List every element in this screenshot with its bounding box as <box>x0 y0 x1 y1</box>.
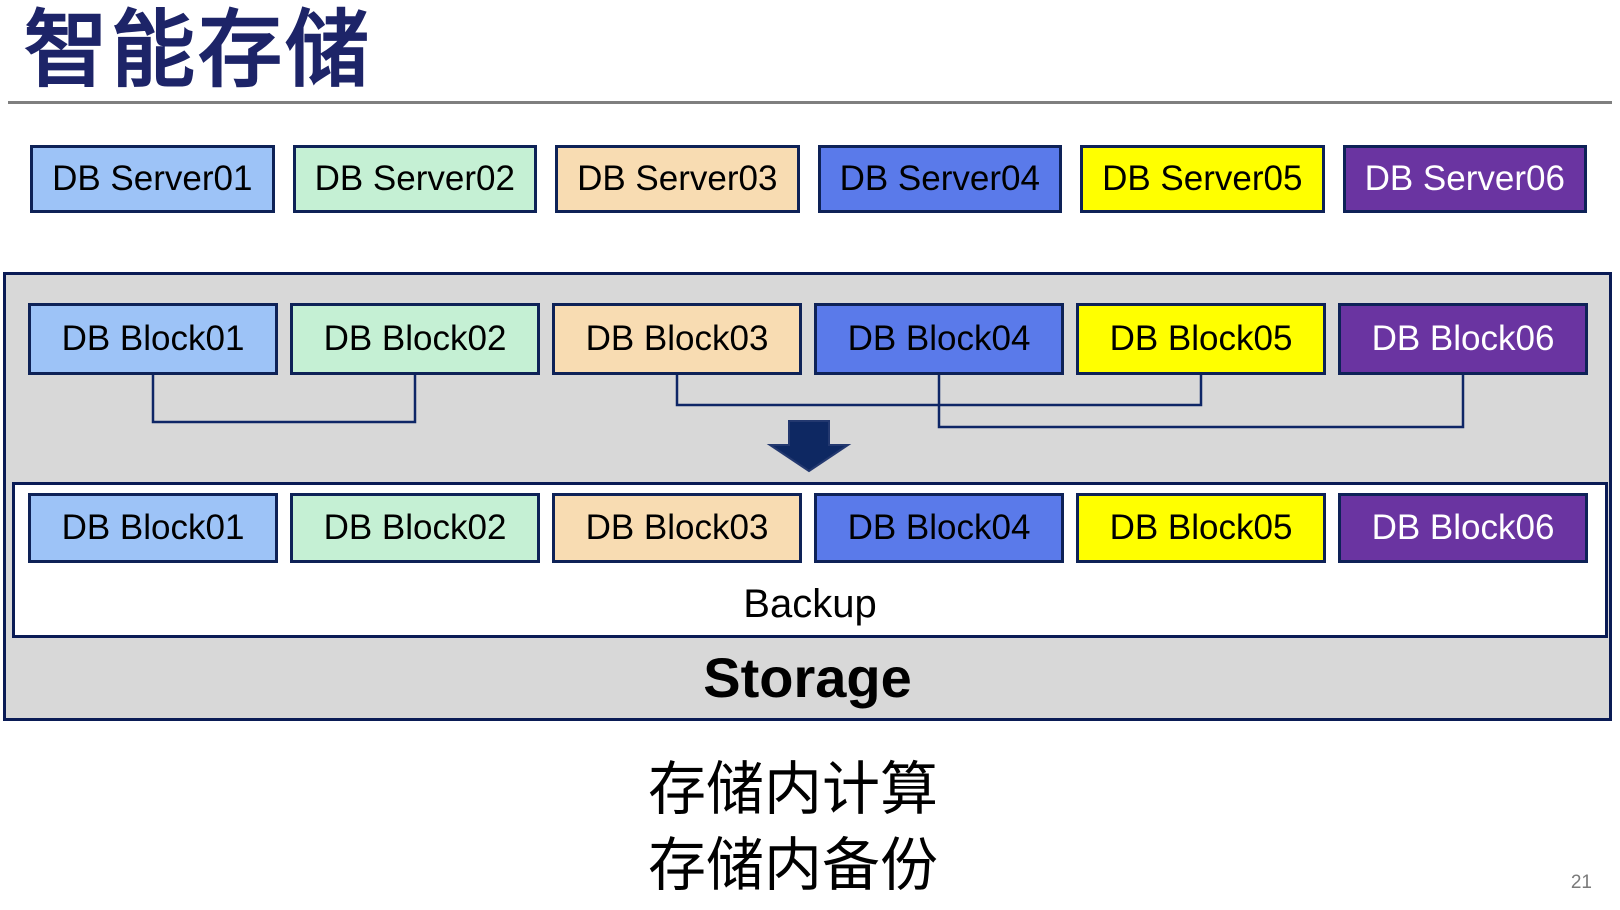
down-arrow-icon <box>766 420 852 473</box>
backup-block-box-6: DB Block06 <box>1338 493 1588 563</box>
page-number: 21 <box>1570 872 1592 893</box>
db-block-box-6: DB Block06 <box>1338 303 1588 375</box>
db-server-box-6: DB Server06 <box>1342 145 1587 213</box>
db-server-box-3: DB Server03 <box>555 145 800 213</box>
backup-block-box-4: DB Block04 <box>814 493 1064 563</box>
db-block-box-2: DB Block02 <box>290 303 540 375</box>
db-block-row-top: DB Block01 DB Block02 DB Block03 DB Bloc… <box>28 303 1588 375</box>
caption-line-1: 存储内计算 <box>648 757 939 822</box>
backup-box: DB Block01 DB Block02 DB Block03 DB Bloc… <box>12 482 1608 638</box>
connector-lines <box>151 375 1465 473</box>
db-block-box-4: DB Block04 <box>814 303 1064 375</box>
backup-block-box-5: DB Block05 <box>1076 493 1326 563</box>
storage-container: DB Block01 DB Block02 DB Block03 DB Bloc… <box>3 272 1612 721</box>
db-server-box-5: DB Server05 <box>1080 145 1325 213</box>
caption-line-2: 存储内备份 <box>648 833 939 898</box>
backup-label: Backup <box>743 582 877 626</box>
db-server-box-4: DB Server04 <box>817 145 1062 213</box>
backup-block-box-2: DB Block02 <box>290 493 540 563</box>
connector-block04-block06 <box>937 375 1465 429</box>
footer-caption: 存储内计算 存储内备份 <box>648 752 938 904</box>
backup-block-box-3: DB Block03 <box>552 493 802 563</box>
db-server-row: DB Server01 DB Server02 DB Server03 DB S… <box>30 145 1587 213</box>
db-block-box-1: DB Block01 <box>28 303 278 375</box>
slide-title: 智能存储 <box>24 3 373 97</box>
db-block-box-3: DB Block03 <box>552 303 802 375</box>
storage-label: Storage <box>703 646 912 709</box>
db-block-row-backup: DB Block01 DB Block02 DB Block03 DB Bloc… <box>28 493 1588 563</box>
connector-block01-block02 <box>151 375 417 424</box>
db-server-box-1: DB Server01 <box>30 145 275 213</box>
title-divider <box>8 101 1612 104</box>
db-block-box-5: DB Block05 <box>1076 303 1326 375</box>
backup-block-box-1: DB Block01 <box>28 493 278 563</box>
db-server-box-2: DB Server02 <box>292 145 537 213</box>
